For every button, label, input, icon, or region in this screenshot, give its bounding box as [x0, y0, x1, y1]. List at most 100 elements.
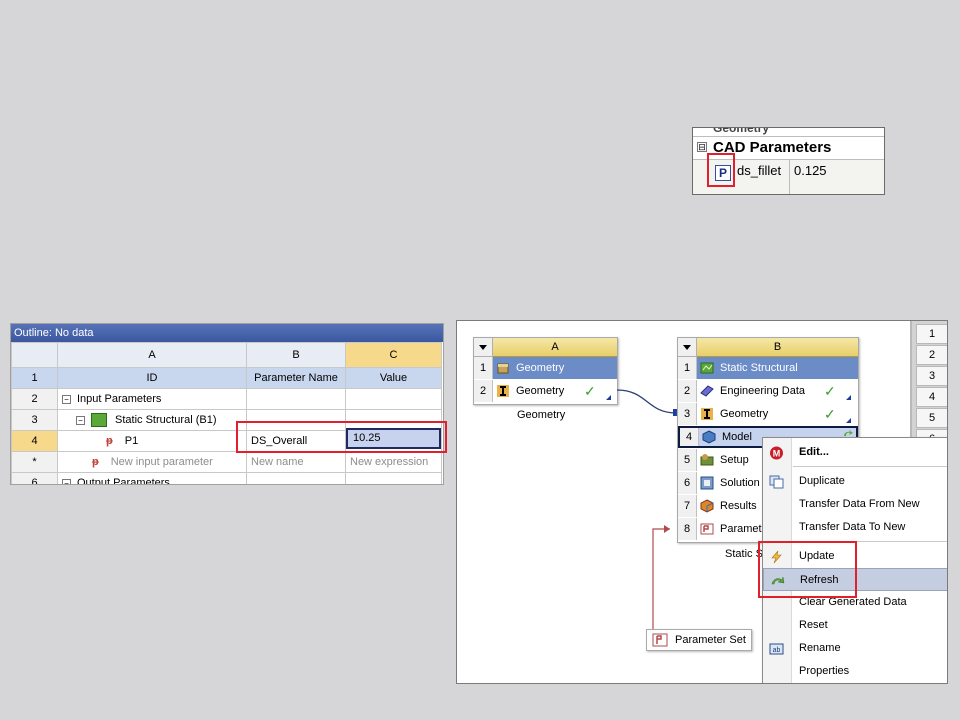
menu-item-transfer-from-new[interactable]: Transfer Data From New: [763, 493, 947, 516]
cell-number: 1: [474, 357, 493, 379]
checkmark-icon: ✓: [824, 406, 836, 422]
table-row[interactable]: 3 −Static Structural (B1): [11, 409, 442, 431]
menu-item-edit[interactable]: M Edit...: [763, 441, 947, 464]
system-menu-arrow[interactable]: [474, 338, 493, 357]
row-number: *: [11, 451, 58, 473]
column-b-header[interactable]: B: [246, 342, 346, 368]
row-number: 2: [11, 388, 58, 410]
column-c-header[interactable]: C: [345, 342, 442, 368]
menu-item-duplicate[interactable]: Duplicate: [763, 470, 947, 493]
solution-cell[interactable]: 6 Solution: [678, 472, 858, 494]
cell-number: 2: [678, 380, 697, 402]
duplicate-icon: [769, 475, 784, 489]
menu-item-reset[interactable]: Reset: [763, 614, 947, 637]
svg-text:ab: ab: [773, 647, 781, 654]
menu-item-label: Update: [799, 550, 835, 562]
cad-parameters-header[interactable]: ⊟ CAD Parameters: [693, 137, 884, 160]
highlight-box: [758, 541, 857, 598]
value-header: Value: [345, 367, 442, 389]
parameter-icon: ᵽ: [106, 435, 113, 447]
table-cell: [246, 388, 346, 410]
refresh-required-icon: [844, 430, 853, 436]
collapse-icon[interactable]: ⊟: [697, 142, 707, 152]
value-selection[interactable]: 10.25: [346, 428, 441, 449]
collapse-icon[interactable]: −: [62, 478, 71, 484]
menu-separator: [793, 541, 947, 542]
cell-number: 7: [678, 495, 697, 517]
row-number: 5: [916, 408, 947, 428]
geometry-cell[interactable]: 3 Geometry ✓: [678, 403, 858, 425]
system-a-title-cell[interactable]: 1 Geometry: [474, 357, 617, 379]
system-a-geometry-cell[interactable]: 2 Geometry ✓: [474, 380, 617, 402]
cell-label: Results: [720, 500, 757, 512]
menu-item-label: Transfer Data From New: [799, 498, 920, 510]
menu-item-label: Properties: [799, 665, 850, 677]
parameter-set-bar[interactable]: Parameter Set: [646, 629, 752, 651]
setup-cell[interactable]: 5 Setup: [678, 449, 858, 471]
cad-parameter-row[interactable]: P ds_fillet 0.125: [693, 160, 884, 194]
system-a[interactable]: A 1 Geometry 2 Geometry ✓: [473, 337, 618, 405]
geometry-icon: [497, 363, 509, 374]
highlight-box: [236, 421, 447, 453]
menu-item-label: Duplicate: [799, 475, 845, 487]
parameter-checkbox[interactable]: P: [715, 165, 731, 181]
row-number: 3: [916, 366, 947, 386]
system-b-column: B: [697, 338, 858, 357]
table-row[interactable]: 2 −Input Parameters: [11, 388, 442, 410]
collapse-icon[interactable]: −: [76, 415, 85, 425]
cell-number: 4: [680, 428, 699, 446]
table-row[interactable]: 6 −Output Parameters: [11, 472, 442, 485]
output-parameters-label: Output Parameters: [77, 477, 170, 485]
id-header: ID: [57, 367, 247, 389]
outline-table: A B C 1 ID Parameter Name Value 2 −Input…: [11, 342, 442, 485]
header-row: 1 ID Parameter Name Value: [11, 367, 442, 389]
menu-item-label: Clear Generated Data: [799, 596, 907, 608]
rename-icon: ab: [769, 643, 784, 655]
system-b-title-cell[interactable]: 1 Static Structural: [678, 357, 858, 379]
row-number: 1: [11, 367, 58, 389]
cell-number: 1: [678, 357, 697, 379]
row-number: 2: [916, 345, 947, 365]
row-number: 4: [11, 430, 58, 452]
row-number: 3: [11, 409, 58, 431]
menu-item-transfer-to-new[interactable]: Transfer Data To New: [763, 516, 947, 539]
menu-item-properties[interactable]: Properties: [763, 660, 947, 683]
results-cell[interactable]: 7 Results: [678, 495, 858, 517]
cad-parameters-title: CAD Parameters: [713, 139, 832, 156]
connector-corner-icon: [606, 395, 611, 400]
setup-icon: [700, 454, 714, 466]
menu-item-label: Reset: [799, 619, 828, 631]
cell-label: Model: [722, 431, 752, 443]
column-letter-row: A B C: [11, 342, 442, 368]
menu-item-label: Transfer Data To New: [799, 521, 906, 533]
corner-cell: [11, 342, 58, 368]
geometry-i-beam-icon: [701, 408, 713, 420]
menu-item-rename[interactable]: ab Rename: [763, 637, 947, 660]
menu-separator: [793, 466, 947, 467]
collapse-icon[interactable]: −: [62, 394, 71, 404]
cell-number: 5: [678, 449, 697, 471]
cell-label: Geometry: [516, 362, 565, 374]
menu-item-clear-generated-data[interactable]: Clear Generated Data: [763, 591, 947, 614]
system-a-caption: Geometry: [517, 409, 566, 421]
column-a-header[interactable]: A: [57, 342, 247, 368]
new-name-cell[interactable]: New name: [246, 451, 346, 473]
new-expression-cell[interactable]: New expression: [345, 451, 442, 473]
solution-icon: [700, 476, 714, 490]
menu-item-label: Edit...: [799, 446, 829, 458]
menu-item-update[interactable]: Update: [763, 545, 947, 568]
row-number: 4: [916, 387, 947, 407]
engineering-data-icon: [700, 385, 714, 397]
system-menu-arrow[interactable]: [678, 338, 697, 357]
parameter-value[interactable]: 0.125: [794, 163, 827, 178]
engineering-data-cell[interactable]: 2 Engineering Data ✓: [678, 380, 858, 402]
cell-number: 8: [678, 518, 697, 540]
cad-previous-row: Geometry: [693, 128, 884, 137]
table-cell: [345, 472, 442, 484]
cell-number: 6: [678, 472, 697, 494]
parameter-name-cell[interactable]: DS_Overall: [246, 430, 346, 452]
cell-label: Engineering Data: [720, 385, 806, 397]
value-text: 10.25: [353, 432, 381, 444]
model-icon: [702, 430, 716, 444]
